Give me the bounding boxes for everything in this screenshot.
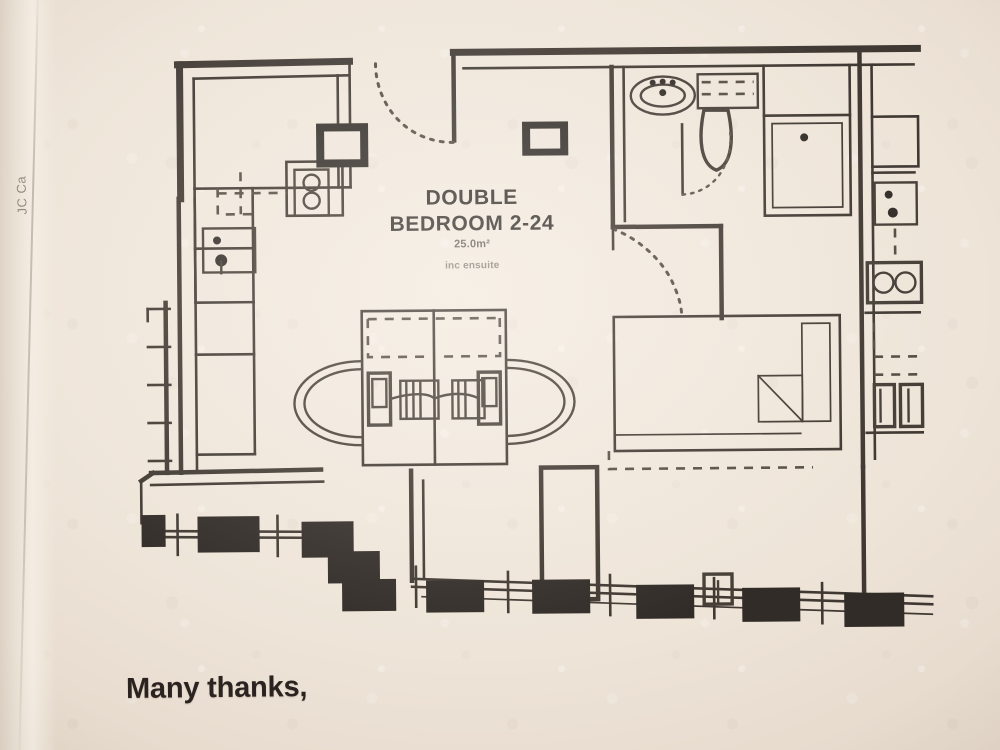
kitchen-tall-unit-icon [316, 123, 369, 168]
adjacent-hob-icon [865, 260, 924, 305]
wc-cistern-icon [696, 72, 760, 110]
wash-basin-icon [629, 75, 696, 116]
wc-toilet-icon [699, 108, 733, 172]
room-area-label: 25.0m² [454, 238, 490, 250]
adjacent-room-sliver [864, 115, 925, 435]
wc-door-icon [680, 123, 732, 196]
chair-right-icon [506, 358, 576, 446]
desk-and-chairs [293, 308, 576, 467]
wall-fins [146, 300, 173, 476]
room-label-line1: DOUBLE [425, 186, 517, 210]
chair-left-icon [293, 360, 363, 447]
ceiling-fixture-icons [522, 121, 569, 156]
wardrobe-icon [538, 464, 601, 602]
ensuite-bathroom [609, 63, 853, 321]
facade-and-columns [141, 468, 934, 628]
entrance-door-icon [373, 61, 456, 144]
shower-tray-icon [762, 113, 853, 217]
room-label-line2: BEDROOM 2-24 [389, 212, 554, 236]
closing-text: Many thanks, [125, 671, 308, 705]
kitchen-hob-icon [293, 168, 331, 217]
kitchen-sink-icon [201, 226, 257, 275]
room-ensuite-note: inc ensuite [445, 260, 500, 271]
double-bed-icon [607, 313, 843, 471]
facade-vent-icon [702, 572, 734, 606]
kitchenette [193, 59, 369, 456]
adjacent-sink-icon [873, 181, 919, 226]
structural-column-icons [141, 514, 905, 628]
room-label-block: DOUBLE BEDROOM 2-24 25.0m² inc ensuite [389, 186, 554, 272]
desk-drawer-icons [366, 370, 503, 427]
adjacent-furniture-icon [872, 382, 925, 429]
